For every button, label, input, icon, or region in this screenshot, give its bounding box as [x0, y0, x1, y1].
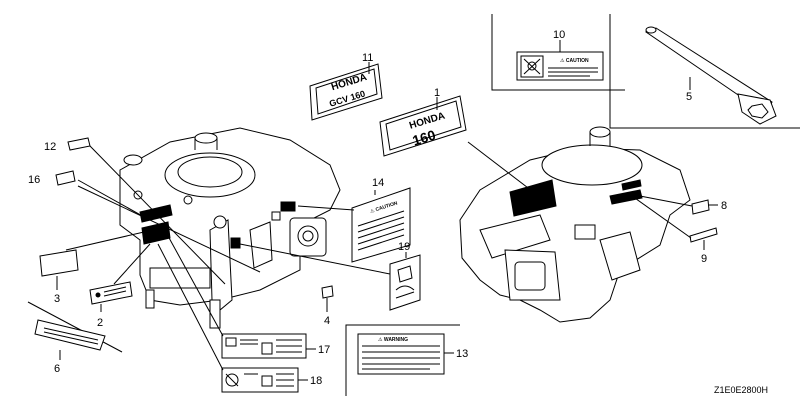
emblem-1-model: 160 [410, 126, 437, 148]
label-13-frame [345, 324, 460, 396]
callout-11: 11 [362, 52, 373, 64]
label-10-frame [491, 14, 625, 91]
label-4 [321, 285, 334, 299]
callout-1: 1 [434, 87, 440, 99]
label-6 [27, 301, 123, 353]
label-9 [689, 227, 718, 243]
callout-12: 12 [44, 141, 56, 153]
label-3 [39, 249, 79, 277]
engine-right-decal-a [509, 179, 557, 217]
label-8 [691, 199, 710, 215]
engine-right-decal-b [609, 189, 643, 205]
callout-3: 3 [54, 293, 60, 305]
callout-16: 16 [28, 174, 40, 186]
engine-right [459, 126, 691, 323]
callout-8: 8 [721, 200, 727, 212]
label-2 [89, 281, 133, 305]
label-19 [389, 254, 421, 311]
callout-14: 14 [372, 177, 384, 189]
label-17 [221, 333, 307, 359]
callout-19: 19 [398, 241, 410, 253]
callout-13: 13 [456, 348, 468, 360]
label-18 [221, 367, 299, 393]
label-14: ⚠ CAUTION [351, 187, 411, 263]
callout-9: 9 [701, 253, 707, 265]
emblem-11: HONDA GCV 160 [309, 63, 383, 121]
callout-10: 10 [553, 29, 565, 41]
leader-lines [56, 141, 718, 381]
engine-right-decal-c [621, 179, 642, 191]
label-13: ⚠ WARNING [357, 333, 445, 375]
engine-left [119, 127, 341, 329]
callouts: 1 2 3 4 5 6 8 9 10 11 12 13 14 16 17 18 … [28, 29, 727, 387]
callout-18: 18 [310, 375, 322, 387]
callout-17: 17 [318, 344, 330, 356]
tool-5-frame [609, 14, 800, 129]
label-10: ⚠ CAUTION [516, 51, 604, 81]
tool-5-wrench [644, 26, 777, 125]
engine-left-decal-c [280, 201, 296, 212]
label-12 [67, 137, 91, 151]
label-10-caution-text: ⚠ CAUTION [560, 58, 589, 64]
callout-4: 4 [324, 315, 330, 327]
emblem-1: HONDA 160 [379, 95, 467, 157]
label-13-warning-text: ⚠ WARNING [378, 337, 408, 343]
callout-5: 5 [686, 91, 692, 103]
engine-left-decal-d [230, 237, 241, 249]
callout-2: 2 [97, 317, 103, 329]
diagram-code: Z1E0E2800H [714, 385, 768, 395]
label-16 [55, 170, 76, 186]
callout-6: 6 [54, 363, 60, 375]
